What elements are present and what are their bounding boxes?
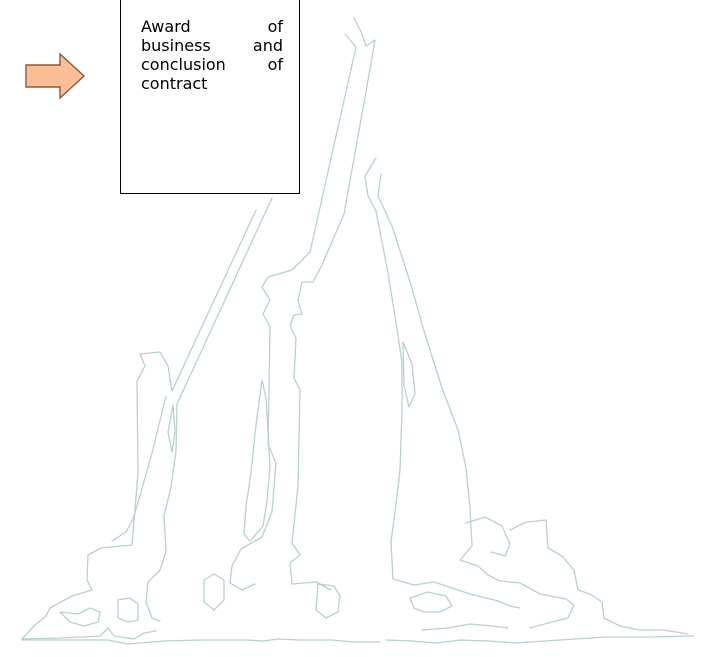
right-arrow-icon xyxy=(24,52,86,100)
step-box: Award of business and conclusion of cont… xyxy=(120,0,300,194)
right-arrow-shape xyxy=(26,54,84,98)
step-text: Award of business and conclusion of cont… xyxy=(141,17,283,93)
